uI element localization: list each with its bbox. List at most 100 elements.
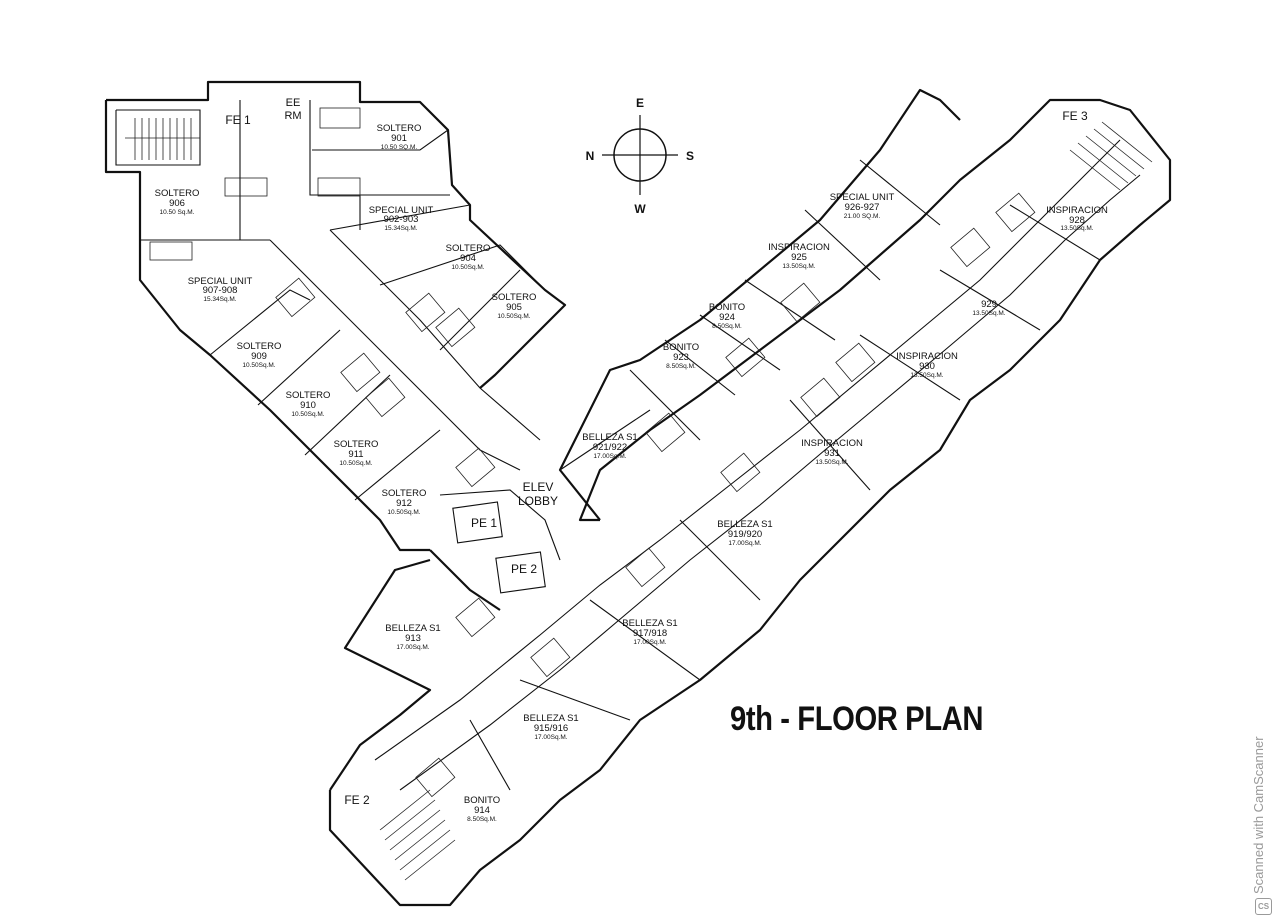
elevator-lobby-walls [429, 489, 561, 611]
unit-921-name: BELLEZA S1 [582, 432, 637, 443]
unit-924-name: BONITO [709, 302, 745, 313]
elev-lobby-label-line2: LOBBY [518, 494, 558, 508]
pe1-label: PE 1 [471, 516, 497, 530]
unit-925-name: INSPIRACION [768, 242, 830, 253]
unit-905-number: 905 [506, 302, 522, 313]
unit-906-number: 906 [169, 198, 185, 209]
unit-905-area: 10.50Sq.M. [497, 313, 530, 320]
compass-west-label: W [634, 202, 646, 216]
camscanner-watermark: Scanned with CamScanner CS [1251, 672, 1275, 920]
unit-905-name: SOLTERO [492, 292, 537, 303]
ee-rm-label-line2: RM [284, 110, 301, 122]
camscanner-logo-icon: CS [1255, 898, 1272, 915]
unit-901-number: 901 [391, 133, 407, 144]
bathroom-tiles [149, 107, 1036, 798]
unit-917-number: 917/918 [633, 628, 667, 639]
unit-909-name: SOLTERO [237, 341, 282, 352]
compass-north-label: N [586, 149, 595, 163]
fe1-label: FE 1 [225, 113, 251, 127]
unit-926-number: 926-927 [845, 202, 880, 213]
unit-901-area: 10.50 SQ.M. [381, 144, 418, 151]
unit-910-name: SOLTERO [286, 390, 331, 401]
unit-911-area: 10.50Sq.M. [339, 460, 372, 467]
unit-928-name: INSPIRACION [1046, 205, 1108, 216]
unit-919-area: 17.00Sq.M. [728, 540, 761, 547]
unit-913-name: BELLEZA S1 [385, 623, 440, 634]
unit-924-area: 8.50Sq.M. [712, 323, 742, 330]
unit-913-area: 17.00Sq.M. [396, 644, 429, 651]
unit-931-number: 931 [824, 448, 840, 459]
fe3-label: FE 3 [1062, 109, 1088, 123]
left-wing-walls [104, 80, 567, 552]
unit-912-name: SOLTERO [382, 488, 427, 499]
ee-rm-label-line1: EE [286, 97, 301, 109]
unit-923-name: BONITO [663, 342, 699, 353]
unit-928-number: 928 [1069, 215, 1085, 226]
unit-930-number: 930 [919, 361, 935, 372]
unit-919-number: 919/920 [728, 529, 762, 540]
unit-904-area: 10.50Sq.M. [451, 264, 484, 271]
unit-907-area: 15.34Sq.M. [203, 296, 236, 303]
unit-915-area: 17.00Sq.M. [534, 734, 567, 741]
unit-917-area: 17.00Sq.M. [633, 639, 666, 646]
stair-fe1 [125, 118, 200, 160]
unit-914-area: 8.50Sq.M. [467, 816, 497, 823]
space-labels: FE 1 FE 2 FE 3 EE RM ELEV LOBBY PE 1 PE … [225, 97, 1088, 807]
unit-909-area: 10.50Sq.M. [242, 362, 275, 369]
unit-902-number: 902-903 [384, 214, 419, 225]
unit-928-area: 13.50Sq.M. [1060, 225, 1093, 232]
unit-924-number: 924 [719, 312, 735, 323]
unit-911-number: 911 [348, 449, 363, 460]
compass: E N S W [586, 96, 694, 216]
unit-921-area: 17.00Sq.M. [593, 453, 626, 460]
unit-904-name: SOLTERO [446, 243, 491, 254]
unit-912-number: 912 [396, 498, 412, 509]
compass-east-label: E [636, 96, 644, 110]
unit-925-area: 13.50Sq.M. [782, 263, 815, 270]
unit-923-number: 923 [673, 352, 689, 363]
unit-921-number: 921/922 [593, 442, 627, 453]
unit-913-number: 913 [405, 633, 421, 644]
unit-930-area: 13.50Sq.M. [910, 372, 943, 379]
unit-931-name: INSPIRACION [801, 438, 863, 449]
unit-911-name: SOLTERO [334, 439, 379, 450]
unit-914-number: 914 [474, 805, 490, 816]
fe2-label: FE 2 [344, 793, 370, 807]
unit-910-number: 910 [300, 400, 316, 411]
unit-923-area: 8.50Sq.M. [666, 363, 696, 370]
unit-931-area: 13.50Sq.M. [815, 459, 848, 466]
unit-904-number: 904 [460, 253, 476, 264]
unit-929-area: 13.50Sq.M. [972, 310, 1005, 317]
unit-909-number: 909 [251, 351, 267, 362]
unit-926-name: SPECIAL UNIT [830, 192, 895, 203]
pe2-label: PE 2 [511, 562, 537, 576]
unit-915-name: BELLEZA S1 [523, 713, 578, 724]
plan-title: 9th - FLOOR PLAN [730, 700, 984, 738]
diagonal-wing-walls [328, 88, 1172, 907]
unit-907-number: 907-908 [203, 285, 238, 296]
unit-901-name: SOLTERO [377, 123, 422, 134]
watermark-text: Scanned with CamScanner [1251, 736, 1266, 894]
unit-902-name: SPECIAL UNIT [369, 205, 434, 216]
unit-906-area: 10.50 Sq.M. [159, 209, 194, 216]
compass-south-label: S [686, 149, 694, 163]
